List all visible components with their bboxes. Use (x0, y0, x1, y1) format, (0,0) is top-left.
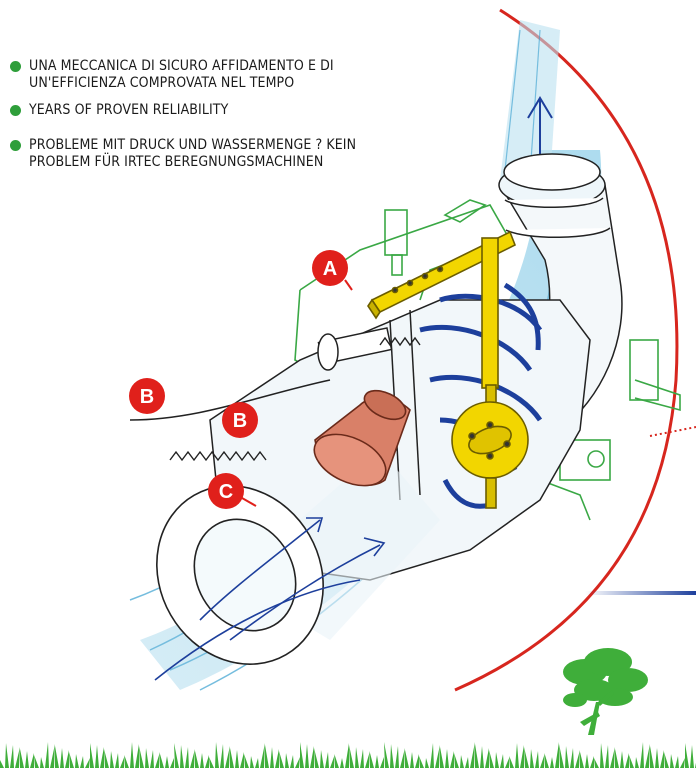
regulator (367, 230, 529, 509)
svg-text:C: C (219, 481, 233, 503)
label-b1: B (129, 378, 165, 414)
dotted-pointer-line (649, 426, 696, 437)
bullet-dot-icon (10, 105, 21, 116)
tree-icon (563, 648, 648, 735)
grass-blades (0, 742, 696, 768)
bullet-item-english: YEARS OF PROVEN RELIABILITY (10, 102, 370, 119)
shaft (317, 327, 393, 371)
bullet-text-line: UNA MECCANICA DI SICURO AFFIDAMENTO E DI (29, 58, 334, 74)
bullet-list: UNA MECCANICA DI SICURO AFFIDAMENTO E DI… (10, 58, 370, 181)
inlet-flange (156, 450, 440, 665)
bullet-text-line: PROBLEME MIT DRUCK UND WASSERMENGE ? KEI… (29, 137, 357, 153)
bullet-item-german: PROBLEME MIT DRUCK UND WASSERMENGE ? KEI… (10, 137, 370, 171)
red-arc (454, 8, 679, 692)
svg-text:B: B (140, 386, 154, 408)
grass-decoration (0, 742, 696, 768)
inlet-arrows (154, 517, 386, 681)
bullet-text-line: YEARS OF PROVEN RELIABILITY (29, 102, 229, 118)
spring (169, 336, 421, 462)
label-a-pointer (344, 279, 353, 291)
blue-accent-line (585, 591, 696, 595)
bullet-text-line: UN'EFFICIENZA COMPROVATA NEL TEMPO (29, 75, 295, 91)
label-c-pointer (241, 497, 257, 507)
bullet-item-italian: UNA MECCANICA DI SICURO AFFIDAMENTO E DI… (10, 58, 370, 92)
label-c: C (208, 473, 244, 509)
svg-text:B: B (233, 410, 247, 432)
svg-text:A: A (323, 258, 337, 280)
label-a: A (312, 250, 348, 286)
bullet-dot-icon (10, 61, 21, 72)
bullet-dot-icon (10, 140, 21, 151)
cone-valve (313, 389, 411, 487)
label-b2: B (222, 402, 258, 438)
bullet-text-line: PROBLEM FÜR IRTEC BEREGNUNGSMACHINEN (29, 154, 324, 170)
